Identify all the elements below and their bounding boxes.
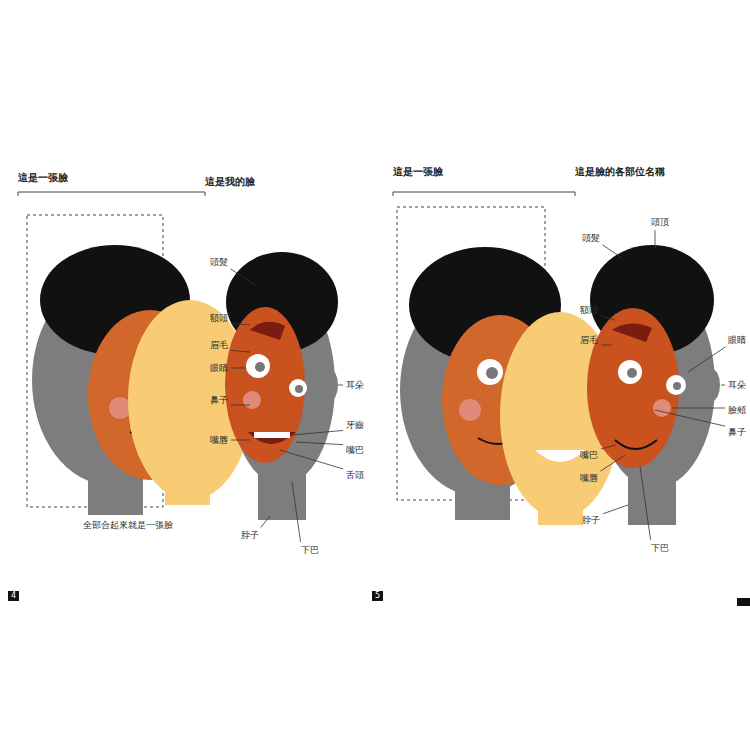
caption-text: 全部合起來就是一張臉 [83,520,173,530]
part-label: 下巴 [301,545,319,555]
page-heading: 這是臉的各部位名稱 [575,166,665,178]
part-label: 脖子 [582,515,600,525]
part-label: 鼻子 [728,427,746,437]
leader-line [296,442,343,445]
leader-line [601,345,612,346]
page-heading: 這是一張臉 [393,166,443,178]
part-label: 頭髮 [210,257,228,267]
part-label: 眉毛 [210,340,228,350]
leader-line [231,368,245,369]
leader-line [231,440,250,441]
page-heading: 這是我的臉 [205,176,255,188]
part-label: 嘴唇 [210,435,228,445]
part-label: 頭髮 [582,233,600,243]
part-label: 嘴唇 [580,473,598,483]
part-label: 脖子 [241,530,259,540]
part-label: 額頭 [580,305,598,315]
leader-line [721,385,725,386]
part-label: 鼻子 [210,395,228,405]
leader-line [601,445,616,449]
part-label: 頭頂 [651,217,669,227]
leader-line [655,230,656,248]
leader-line [601,455,625,471]
leader-line [261,516,270,527]
leader-line [602,245,622,258]
part-label: 臉頰 [728,405,746,415]
leader-line [231,269,255,285]
leader-line [292,482,301,542]
part-label: 嘴巴 [580,450,598,460]
leader-line [688,347,726,372]
part-label: 眉毛 [580,335,598,345]
heading-bracket [393,192,575,196]
part-label: 額頭 [210,313,228,323]
part-label: 眼睛 [728,335,746,345]
heading-bracket [18,192,205,196]
edge-bar [737,598,750,606]
part-label: 下巴 [651,543,669,553]
leader-line [231,350,250,352]
leader-line [292,430,343,435]
leader-line [603,505,628,514]
part-label: 牙齒 [346,420,364,430]
leader-line [672,408,725,409]
leader-line [640,466,651,540]
leader-line [338,385,343,386]
leader-line [231,405,250,406]
leader-line [280,450,343,469]
head-d [587,245,720,525]
page-number: 4 [8,591,19,600]
head-b [225,252,338,520]
leader-line [601,316,615,320]
part-label: 嘴巴 [346,445,364,455]
part-label: 眼睛 [210,363,228,373]
part-label: 耳朵 [728,380,746,390]
leader-line [231,323,250,325]
leader-line [655,410,725,426]
part-label: 耳朵 [346,380,364,390]
part-label: 舌頭 [346,470,364,480]
page-number: 5 [372,591,383,600]
page-heading: 這是一張臉 [18,172,68,184]
